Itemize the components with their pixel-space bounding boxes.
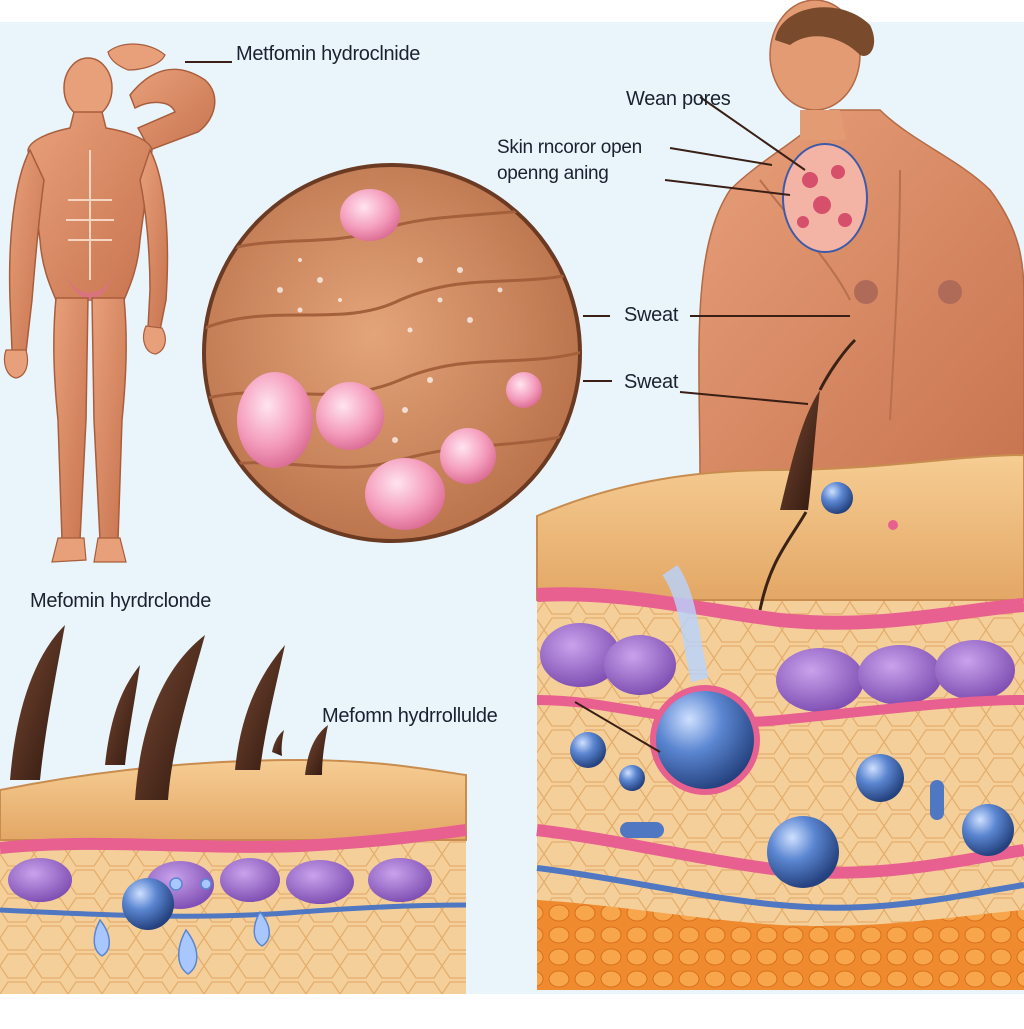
metformin-capsule — [930, 780, 944, 820]
metformin-capsule — [620, 822, 664, 838]
label-sweat-1: Sweat — [624, 304, 679, 326]
purple-fat-cells — [540, 623, 1015, 712]
metformin-particle — [767, 816, 839, 888]
skin-cross-section-left — [0, 625, 467, 994]
metformin-particle — [122, 878, 174, 930]
label-sweat-2: Sweat — [624, 371, 679, 393]
label-metformin-top: Metfomin hydroclnide — [236, 43, 421, 65]
metformin-particle — [821, 482, 853, 514]
man-back-figure — [698, 0, 1024, 481]
metformin-particle — [856, 754, 904, 802]
leader-lines — [185, 61, 850, 753]
pore-bump — [506, 372, 542, 408]
pore-bump — [440, 428, 496, 484]
sweat-gland — [650, 685, 760, 795]
pore-bump — [316, 382, 384, 450]
metformin-particle — [570, 732, 606, 768]
label-skin-line2: openng aning — [497, 163, 609, 184]
label-skin-line1: Skin rncoror open — [497, 137, 642, 158]
sweat-droplets — [277, 257, 503, 443]
skin-cross-section-right — [536, 338, 1024, 990]
metformin-particle — [962, 804, 1014, 856]
label-metformin-center: Mefomn hydrrollulde — [322, 705, 498, 727]
label-metformin-mid: Mefomin hyrdrclonde — [30, 590, 212, 612]
pore-bump — [237, 372, 313, 468]
mole — [938, 280, 962, 304]
pore-bump — [365, 458, 445, 530]
magnified-skin-circle — [202, 163, 582, 543]
mole — [854, 280, 878, 304]
hair-follicle — [780, 390, 820, 510]
metformin-particle — [619, 765, 645, 791]
sweat-drops — [93, 877, 270, 975]
pore-bump — [340, 189, 400, 241]
label-wean-pores: Wean pores — [626, 88, 731, 110]
hair-follicles — [10, 625, 328, 800]
anatomical-figure — [3, 43, 216, 563]
purple-fat-cells — [8, 858, 432, 909]
